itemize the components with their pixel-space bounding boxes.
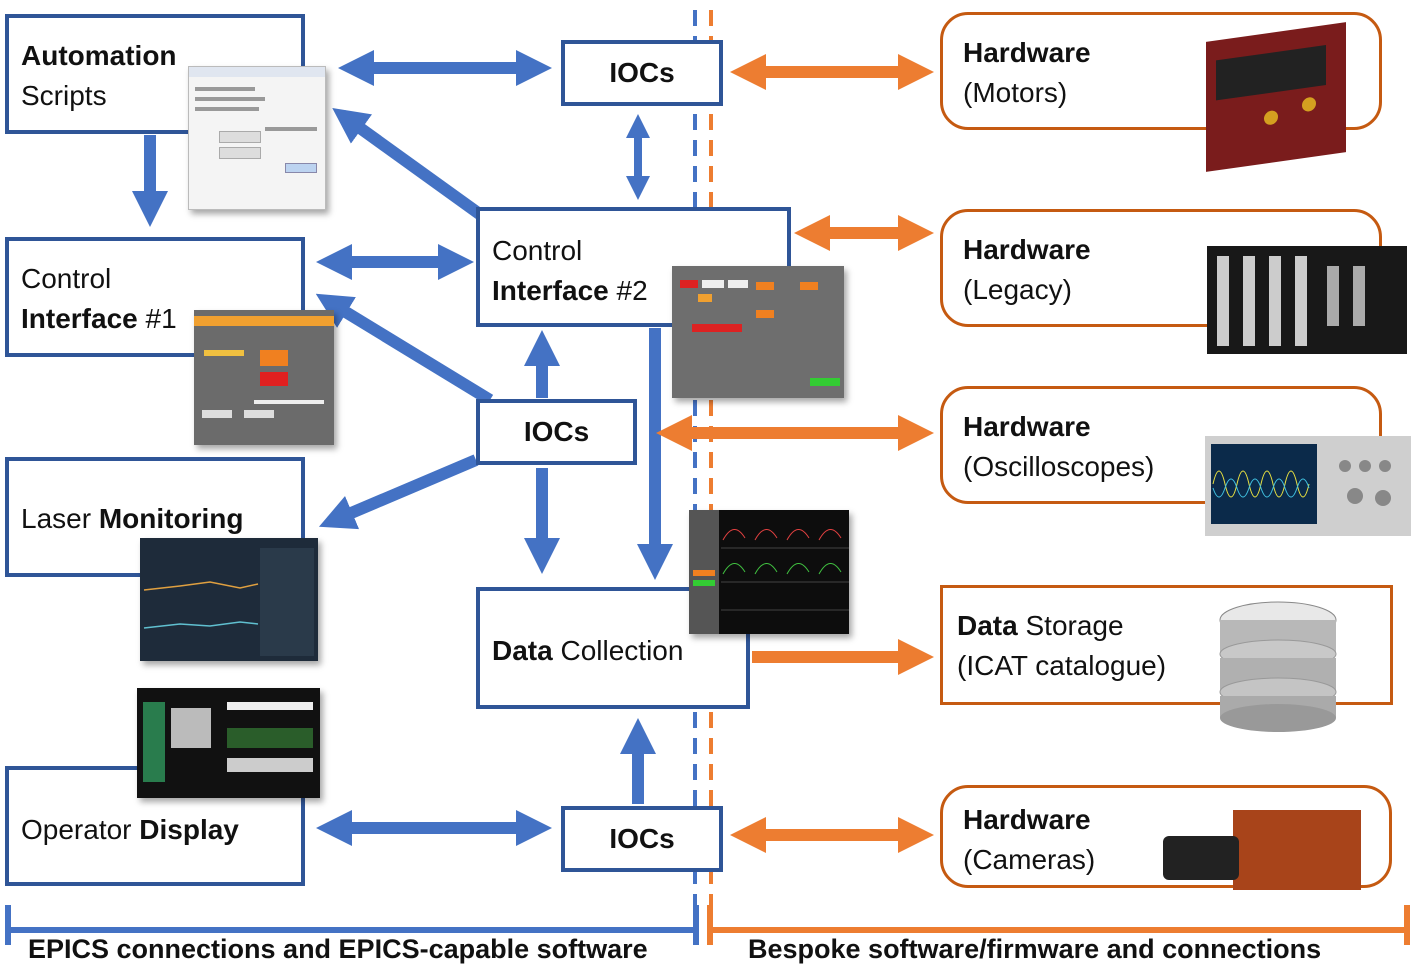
arrow-ioc-laser xyxy=(318,454,479,530)
ci1-number: #1 xyxy=(137,303,177,334)
waveform-grid-graphic xyxy=(689,510,849,634)
ci1-line2: Interface #1 xyxy=(21,299,177,339)
ioc-top-box: IOCs xyxy=(561,40,723,106)
automation-title: Automation xyxy=(21,40,177,71)
data-collection-normal: Collection xyxy=(552,635,684,666)
laser-label: Laser Monitoring xyxy=(21,499,243,539)
cameras-title: Hardware xyxy=(963,804,1091,835)
automation-subtitle: Scripts xyxy=(21,80,107,111)
laser-monitoring-screenshot-image xyxy=(140,538,318,661)
legacy-subtitle: (Legacy) xyxy=(963,274,1072,305)
arrow-ci2-automation xyxy=(332,107,489,223)
oscilloscope-photo xyxy=(1205,436,1411,536)
storage-bold: Data xyxy=(957,610,1018,641)
arrow-ioc-ci1 xyxy=(315,293,494,406)
cameras-subtitle: (Cameras) xyxy=(963,844,1096,875)
database-icon xyxy=(1214,592,1342,738)
ci2-screenshot-image xyxy=(672,266,844,398)
operator-normal: Operator xyxy=(21,814,140,845)
data-collection-bold: Data xyxy=(492,635,553,666)
ci1-screenshot-image xyxy=(194,310,334,445)
osc-title: Hardware xyxy=(963,411,1091,442)
bespoke-footer-label: Bespoke software/firmware and connection… xyxy=(748,934,1322,964)
camera-photo xyxy=(1163,810,1363,892)
operator-bold: Display xyxy=(139,814,239,845)
operator-label: Operator Display xyxy=(21,810,239,850)
legacy-hardware-photo xyxy=(1207,246,1407,354)
ci2-line1: Control xyxy=(492,235,583,266)
ci2-line2: Interface #2 xyxy=(492,271,648,311)
legacy-title: Hardware xyxy=(963,234,1091,265)
bespoke-bracket xyxy=(707,905,1410,945)
data-collection-label: Data Collection xyxy=(492,631,683,671)
epics-bracket xyxy=(5,905,699,945)
laser-normal: Laser xyxy=(21,503,99,534)
control-interface-2-box: Control Interface #2 xyxy=(476,207,791,327)
operator-display-screenshot-image xyxy=(137,688,320,798)
motors-subtitle: (Motors) xyxy=(963,77,1068,108)
ioc-middle-box: IOCs xyxy=(476,399,637,465)
motors-title: Hardware xyxy=(963,37,1091,68)
storage-normal: Storage xyxy=(1017,610,1124,641)
laser-plot-graphic xyxy=(143,548,314,656)
automation-screenshot-image xyxy=(188,66,326,210)
storage-title: Data Storage xyxy=(957,606,1124,646)
storage-subtitle: (ICAT catalogue) xyxy=(957,650,1167,681)
epics-footer-label: EPICS connections and EPICS-capable soft… xyxy=(28,934,648,964)
ci2-number: #2 xyxy=(608,275,648,306)
ci1-bold: Interface xyxy=(21,303,138,334)
ci2-bold: Interface xyxy=(492,275,609,306)
laser-bold: Monitoring xyxy=(98,503,244,534)
ioc-bottom-box: IOCs xyxy=(561,806,723,872)
osc-subtitle: (Oscilloscopes) xyxy=(963,451,1155,482)
motor-controller-photo xyxy=(1206,22,1346,172)
data-collection-screenshot-image xyxy=(689,510,849,634)
ci1-line1: Control xyxy=(21,263,112,294)
oscilloscope-screen-graphic xyxy=(1211,444,1391,524)
